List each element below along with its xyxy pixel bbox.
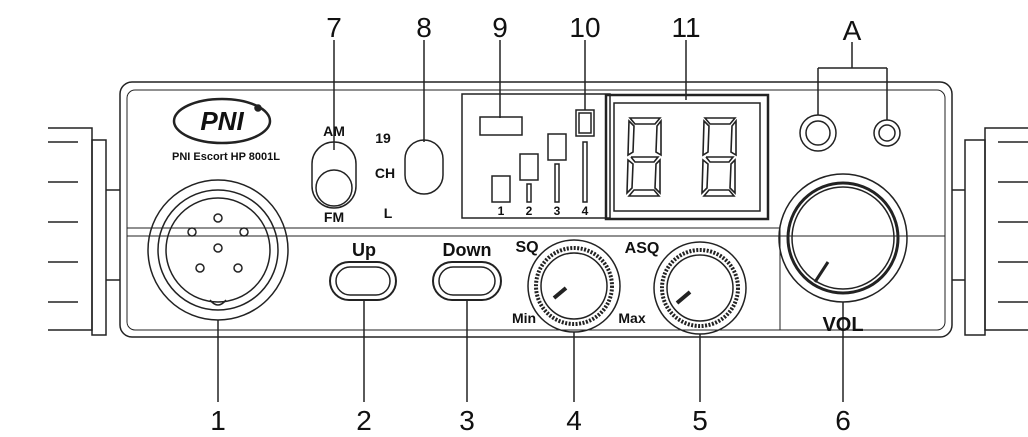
- volume-knob[interactable]: [778, 173, 908, 303]
- lcd-indicator-9: [479, 116, 523, 136]
- signal-bar-4-stem: [582, 141, 588, 203]
- ch-label: CH: [375, 165, 395, 181]
- pni-logo-text: PNI: [200, 106, 244, 136]
- down-label: Down: [443, 240, 492, 260]
- callout-4: 4: [566, 405, 582, 436]
- ch19-label: 19: [375, 130, 391, 146]
- channel-display-inner: [613, 102, 761, 212]
- callout-10: 10: [569, 12, 600, 43]
- right-mounting-bracket: [952, 127, 1028, 336]
- channel-display: [604, 93, 770, 221]
- bar-label-2: 2: [526, 204, 533, 218]
- mic-jack[interactable]: [873, 119, 901, 147]
- l-label: L: [384, 205, 393, 221]
- channel-digit-2: [701, 117, 737, 197]
- sq-knob[interactable]: [527, 239, 621, 333]
- callout-leaders: [217, 40, 888, 402]
- lcd-display: [461, 93, 611, 219]
- callout-7: 7: [326, 12, 342, 43]
- max-label: Max: [618, 310, 645, 326]
- vol-label: VOL: [822, 314, 863, 336]
- asq-label: ASQ: [625, 240, 660, 257]
- bar-label-3: 3: [554, 204, 561, 218]
- signal-bar-3-stem: [554, 163, 560, 203]
- left-mounting-bracket: [48, 127, 120, 336]
- front-panel: [119, 81, 953, 338]
- up-button[interactable]: [329, 261, 397, 301]
- callout-2: 2: [356, 405, 372, 436]
- logo-dot-icon: [254, 104, 262, 112]
- callout-9: 9: [492, 12, 508, 43]
- callout-8: 8: [416, 12, 432, 43]
- signal-bar-1: [491, 175, 511, 203]
- bar-label-4: 4: [582, 204, 589, 218]
- callout-11: 11: [671, 12, 700, 43]
- microphone-socket[interactable]: [147, 179, 289, 321]
- signal-bar-2: [519, 153, 539, 181]
- am-fm-switch[interactable]: [311, 141, 357, 209]
- speaker-jack[interactable]: [799, 114, 837, 152]
- up-button-inner: [335, 266, 391, 296]
- model-name: PNI Escort HP 8001L: [172, 151, 280, 163]
- fm-label: FM: [324, 209, 344, 225]
- sq-label: SQ: [515, 239, 538, 256]
- signal-bar-2-stem: [526, 183, 532, 203]
- channel-digit-1: [626, 117, 662, 197]
- callout-a: A: [843, 15, 862, 46]
- signal-bar-4-inner: [578, 112, 592, 134]
- bar-label-1: 1: [498, 204, 505, 218]
- pni-logo-icon: [172, 97, 272, 145]
- down-button-inner: [438, 266, 496, 296]
- callout-3: 3: [459, 405, 475, 436]
- am-label: AM: [323, 123, 345, 139]
- ch19-switch[interactable]: [404, 139, 444, 195]
- callout-1: 1: [210, 405, 226, 436]
- front-panel-inner: [126, 89, 946, 331]
- callout-5: 5: [692, 405, 708, 436]
- min-label: Min: [512, 310, 536, 326]
- asq-knob[interactable]: [653, 241, 747, 335]
- callout-6: 6: [835, 405, 851, 436]
- signal-bar-3: [547, 133, 567, 161]
- up-label: Up: [352, 240, 376, 260]
